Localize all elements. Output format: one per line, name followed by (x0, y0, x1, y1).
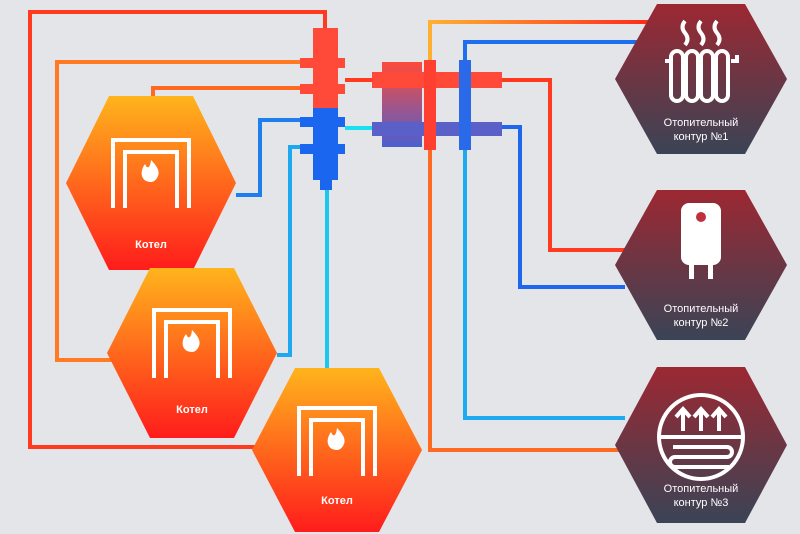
circuit-label-line1: Отопительный (663, 303, 739, 315)
floor-heating-icon (657, 393, 745, 481)
pipe-circuit1-return (463, 40, 640, 64)
hydraulic-separator (300, 28, 345, 190)
boiler-label: Котел (176, 404, 208, 416)
circuit-3 (615, 367, 787, 523)
pipe-circuit3-return (463, 150, 625, 420)
distribution-manifold (372, 60, 502, 150)
pipe-circuit1-supply (428, 20, 650, 64)
boiler-flame-icon (111, 138, 191, 208)
pipe-boiler2-supply (55, 60, 305, 362)
circuit-label: Отопительный контур №1 (641, 116, 761, 144)
boiler-label: Котел (135, 239, 167, 251)
pipe-boiler1-return (236, 118, 305, 197)
pipe-circuit3-supply (428, 150, 625, 452)
boiler-flame-icon (297, 406, 377, 476)
circuit-label-line2: контур №3 (673, 497, 729, 509)
water-heater-icon (681, 203, 721, 279)
pipe-boiler2-return (277, 145, 305, 357)
circuit-1 (615, 4, 787, 154)
circuit-label-line1: Отопительный (663, 117, 739, 129)
circuit-label: Отопительный контур №2 (641, 302, 761, 330)
circuit-label-line2: контур №1 (673, 131, 729, 143)
circuit-label: Отопительный контур №3 (641, 482, 761, 510)
boiler-2 (107, 268, 277, 438)
boiler-label: Котел (321, 495, 353, 507)
circuit-label-line2: контур №2 (673, 317, 729, 329)
pipe-circuit2-return (500, 125, 625, 289)
pipe-circuit2-supply (500, 78, 625, 252)
circuit-label-line1: Отопительный (663, 483, 739, 495)
circuit-2 (615, 190, 787, 340)
pipe-boiler3-supply (28, 10, 327, 449)
boiler-1 (66, 96, 236, 270)
radiator-icon (665, 19, 739, 103)
boiler-flame-icon (152, 308, 232, 378)
